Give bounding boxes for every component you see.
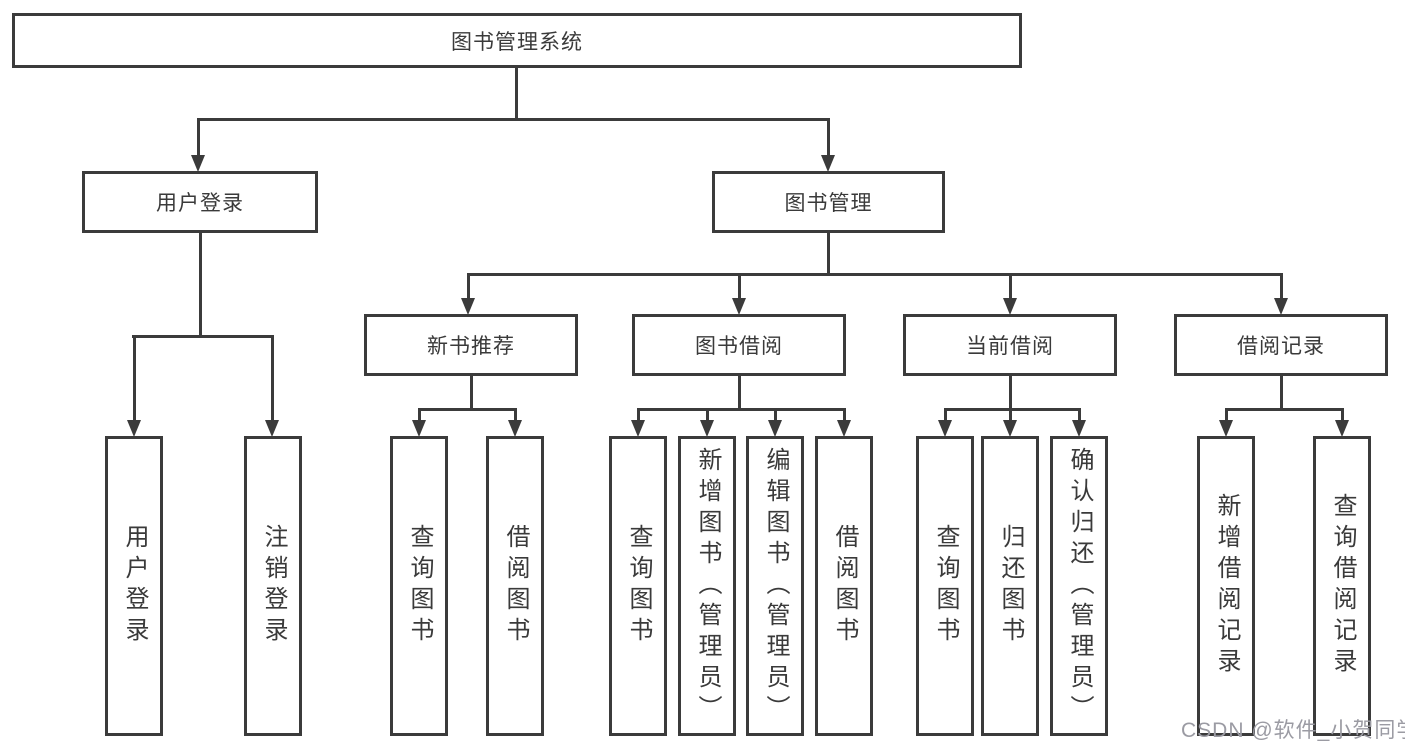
connector-login-leaf-drop: [133, 335, 136, 421]
leaf-query-books-recommend: 查询图书: [390, 436, 448, 736]
arrowhead-g3-leaf2: [1003, 420, 1017, 437]
connector-g2-bar: [637, 408, 845, 411]
connector-g4-bar: [1225, 408, 1343, 411]
connector-user-login-bar: [132, 335, 274, 338]
node-borrowing-records: 借阅记录: [1174, 314, 1388, 376]
node-new-book-recommendation: 新书推荐: [364, 314, 578, 376]
leaf-confirm-return-admin: 确认归还（管理员）: [1050, 436, 1108, 736]
leaf-query-books-current: 查询图书: [916, 436, 974, 736]
connector-g2-leaf1-drop: [637, 408, 640, 422]
connector-level3-bar: [467, 273, 1283, 276]
leaf-logout: 注销登录: [244, 436, 302, 736]
arrowhead-g4-leaf1: [1219, 420, 1233, 437]
arrowhead-g3-leaf1: [938, 420, 952, 437]
leaf-query-borrow-record: 查询借阅记录: [1313, 436, 1371, 736]
connector-records-drop: [1280, 273, 1283, 300]
connector-g2-stem: [738, 376, 741, 408]
arrowhead-g1-leaf1: [412, 420, 426, 437]
connector-g2-leaf4-drop: [843, 408, 846, 422]
arrowhead-g2-leaf2: [700, 420, 714, 437]
connector-logout-leaf-drop: [271, 335, 274, 421]
connector-g4-leaf2-drop: [1341, 408, 1344, 422]
leaf-edit-book-admin: 编辑图书（管理员）: [746, 436, 804, 736]
connector-g2-leaf3-drop: [774, 408, 777, 422]
node-library-management-system: 图书管理系统: [12, 13, 1022, 68]
leaf-query-books-borrowing: 查询图书: [609, 436, 667, 736]
arrowhead-g3-leaf3: [1072, 420, 1086, 437]
connector-g3-leaf3-drop: [1078, 408, 1081, 422]
leaf-add-book-admin: 新增图书（管理员）: [678, 436, 736, 736]
connector-g4-stem: [1280, 376, 1283, 408]
arrowhead-book-mgmt: [821, 155, 835, 172]
connector-g1-leaf2-drop: [514, 408, 517, 422]
node-book-borrowing: 图书借阅: [632, 314, 846, 376]
connector-borrowing-drop: [738, 273, 741, 300]
arrowhead-current: [1003, 298, 1017, 315]
leaf-borrow-books-recommend: 借阅图书: [486, 436, 544, 736]
node-user-login: 用户登录: [82, 171, 318, 233]
connector-g3-bar: [944, 408, 1080, 411]
arrowhead-records: [1274, 298, 1288, 315]
arrowhead-g2-leaf3: [768, 420, 782, 437]
leaf-add-borrow-record: 新增借阅记录: [1197, 436, 1255, 736]
connector-book-mgmt-drop: [827, 118, 830, 156]
connector-g2-leaf2-drop: [706, 408, 709, 422]
connector-new-book-drop: [467, 273, 470, 300]
connector-root-stem: [515, 68, 518, 118]
arrowhead-user-login: [191, 155, 205, 172]
arrowhead-borrowing: [732, 298, 746, 315]
leaf-borrow-books-borrowing: 借阅图书: [815, 436, 873, 736]
arrowhead-g4-leaf2: [1335, 420, 1349, 437]
arrowhead-logout-leaf: [265, 420, 279, 437]
arrowhead-login-leaf: [127, 420, 141, 437]
connector-book-mgmt-stem: [827, 233, 830, 273]
arrowhead-new-book: [461, 298, 475, 315]
connector-g1-stem: [470, 376, 473, 408]
node-current-borrowing: 当前借阅: [903, 314, 1117, 376]
arrowhead-g2-leaf4: [837, 420, 851, 437]
connector-user-login-drop: [197, 118, 200, 156]
connector-g1-bar: [418, 408, 517, 411]
connector-g3-stem: [1009, 376, 1012, 408]
arrowhead-g2-leaf1: [631, 420, 645, 437]
connector-current-drop: [1009, 273, 1012, 300]
connector-g4-leaf1-drop: [1225, 408, 1228, 422]
node-book-management: 图书管理: [712, 171, 945, 233]
arrowhead-g1-leaf2: [508, 420, 522, 437]
connector-user-login-stem: [199, 233, 202, 335]
connector-g3-leaf2-drop: [1009, 408, 1012, 422]
connector-level2-bar: [197, 118, 830, 121]
connector-g1-leaf1-drop: [418, 408, 421, 422]
connector-g3-leaf1-drop: [944, 408, 947, 422]
leaf-return-books: 归还图书: [981, 436, 1039, 736]
csdn-watermark: CSDN @软件_小贺同学: [1181, 719, 1405, 742]
leaf-user-login: 用户登录: [105, 436, 163, 736]
